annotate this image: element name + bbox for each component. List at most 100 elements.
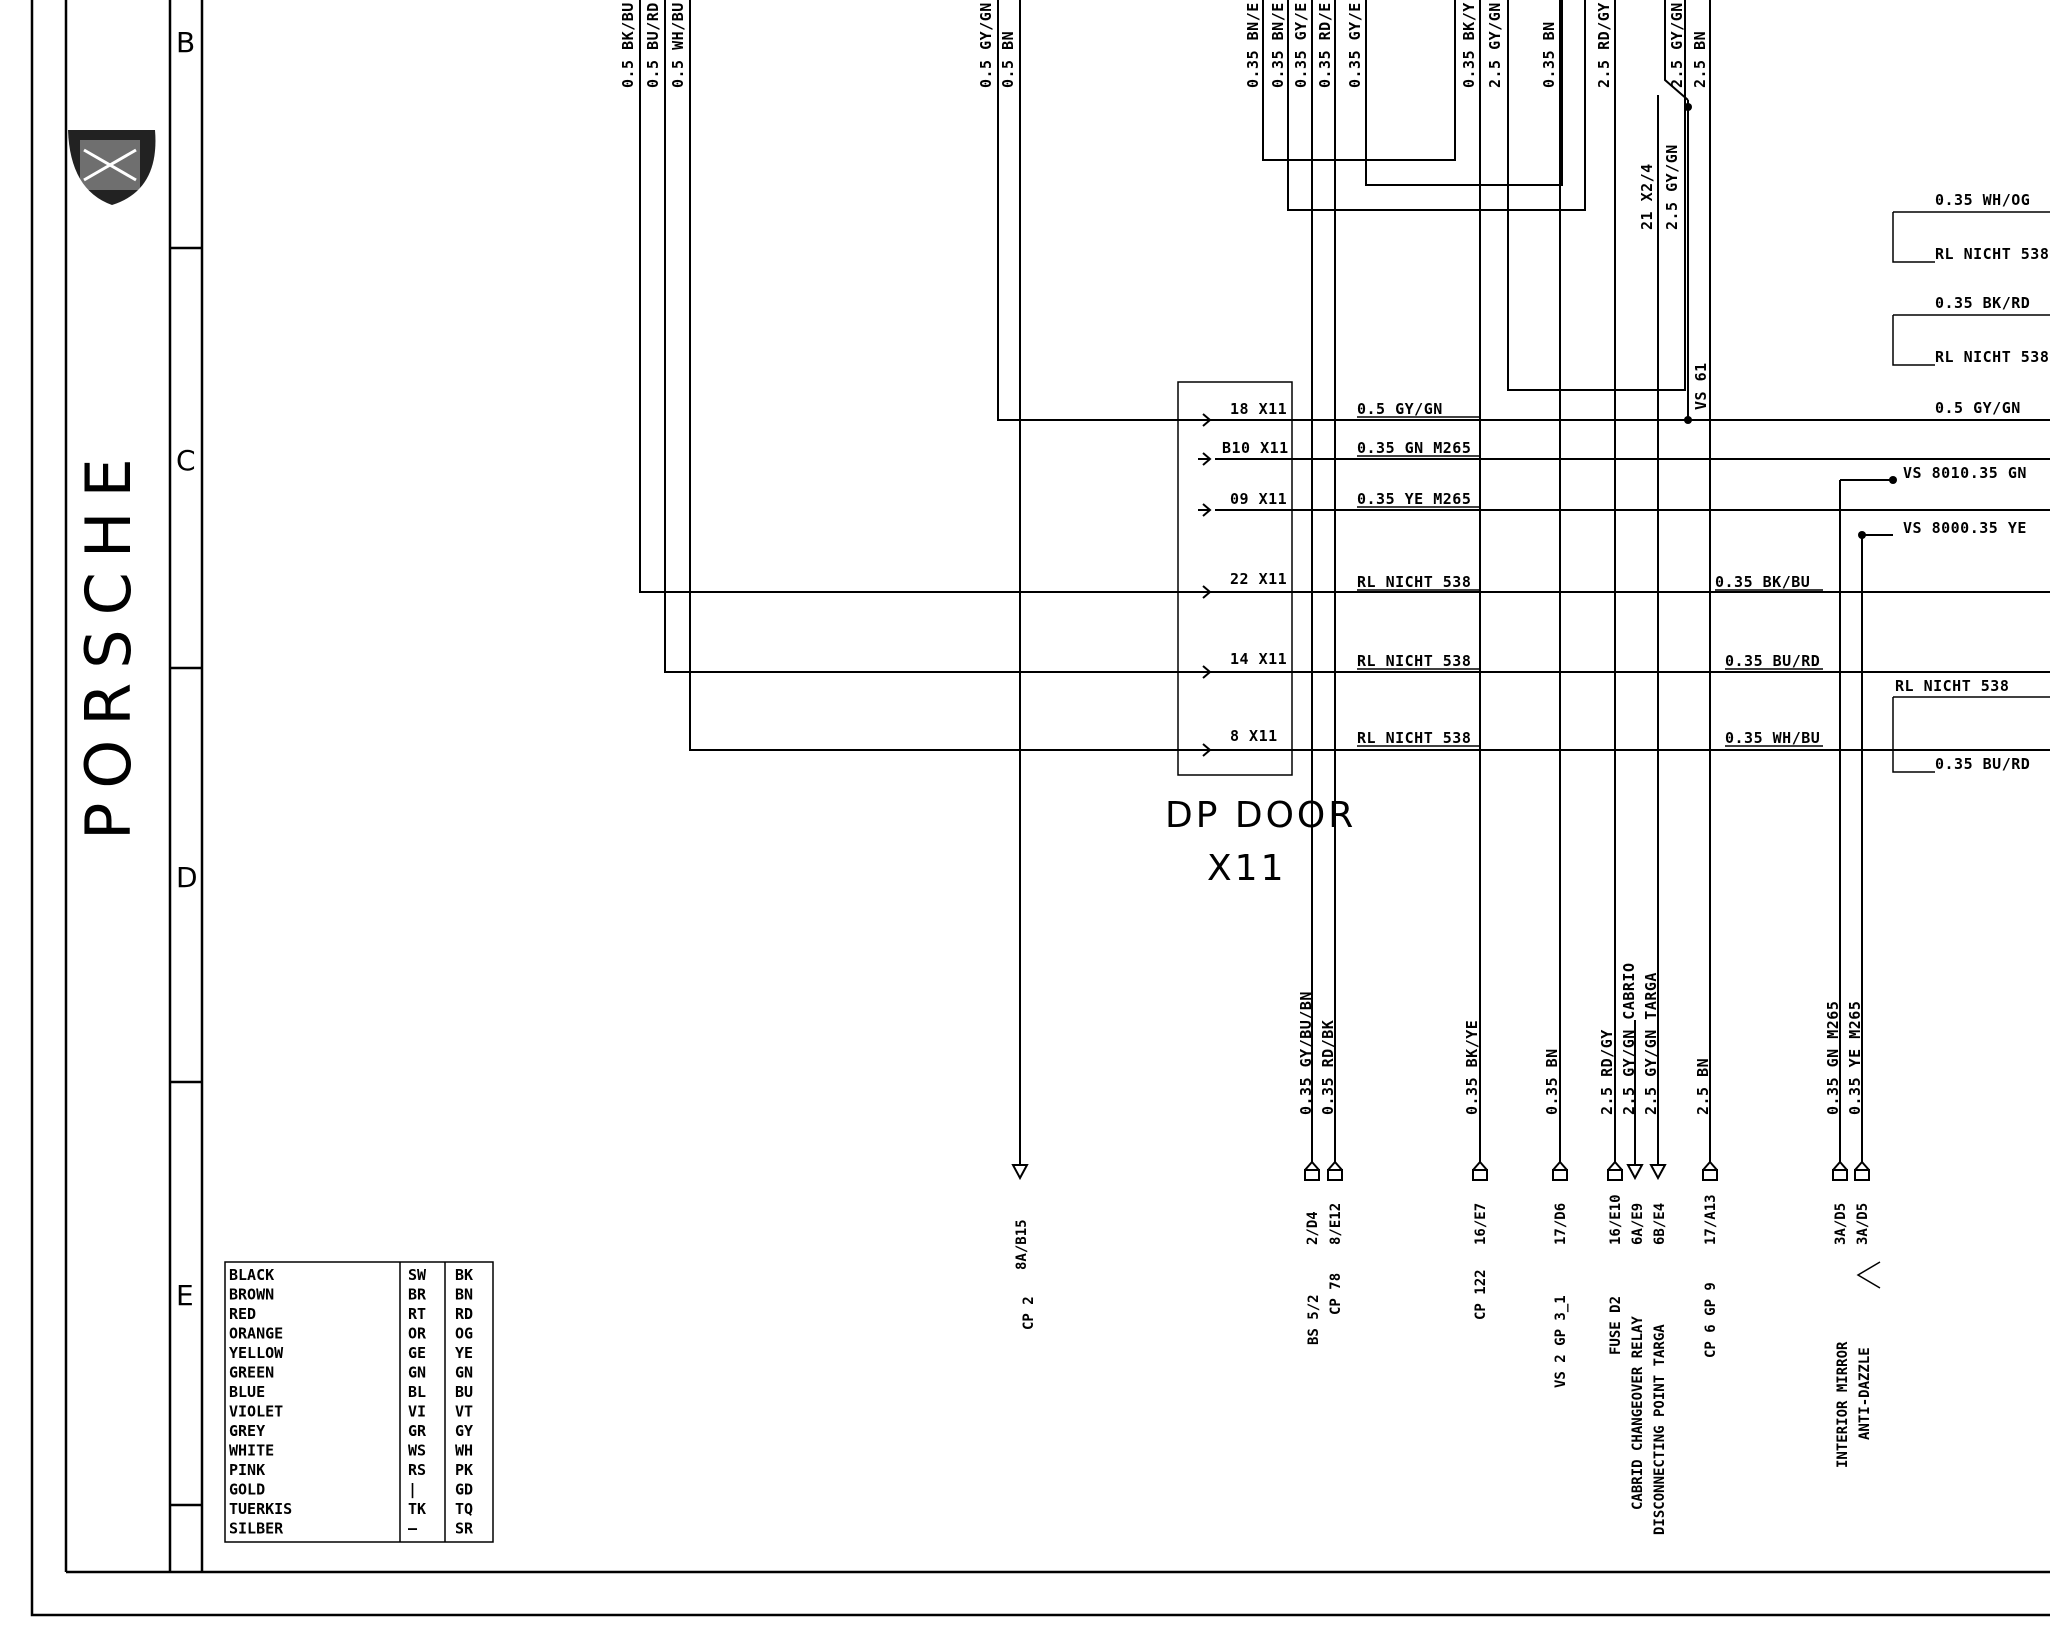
legend-name: BLUE (229, 1383, 265, 1401)
legend-name: RED (229, 1305, 256, 1323)
svg-text:0.35 BK/BU: 0.35 BK/BU (1715, 573, 1810, 591)
svg-text:17/D6: 17/D6 (1553, 1203, 1569, 1245)
svg-text:16/E10: 16/E10 (1608, 1194, 1624, 1245)
svg-text:FUSE D2: FUSE D2 (1608, 1296, 1624, 1355)
svg-text:VS 2 GP 3_1: VS 2 GP 3_1 (1553, 1295, 1569, 1388)
brand-wordmark: PORSCHE (72, 444, 145, 840)
legend-de: GR (408, 1422, 427, 1440)
legend-en: BK (455, 1266, 473, 1284)
svg-text:0.35 BU/RD: 0.35 BU/RD (1725, 652, 1820, 670)
legend-en: WH (455, 1442, 473, 1460)
terminal-arrow-icons (1011, 1160, 1870, 1181)
svg-text:22 X11: 22 X11 (1230, 570, 1287, 588)
legend-de: GE (408, 1344, 426, 1362)
connector-x11-box (1177, 381, 1293, 776)
svg-text:09 X11: 09 X11 (1230, 490, 1287, 508)
pin-arrow-icons (1198, 413, 1212, 757)
legend-name: ORANGE (229, 1325, 283, 1343)
legend-en: GY (455, 1422, 473, 1440)
connector-title: DP DOOR (1165, 795, 1356, 836)
svg-text:CP 6 GP 9: CP 6 GP 9 (1703, 1282, 1719, 1358)
svg-text:ANTI-DAZZLE: ANTI-DAZZLE (1857, 1347, 1873, 1440)
svg-text:8/E12: 8/E12 (1328, 1203, 1344, 1245)
svg-text:0.5 BK/BU: 0.5 BK/BU (619, 2, 637, 88)
pin-row: 8 X11 RL NICHT 538 0.35 WH/BU (1230, 727, 1823, 747)
svg-text:RL NICHT 538: RL NICHT 538 (1895, 677, 2009, 695)
svg-text:BS 5/2: BS 5/2 (1306, 1294, 1322, 1345)
svg-text:VS 8010.35 GN: VS 8010.35 GN (1903, 464, 2027, 482)
legend-de: BL (408, 1383, 426, 1401)
svg-text:0.35 GN M265: 0.35 GN M265 (1357, 439, 1471, 457)
svg-text:0.35 BN/E: 0.35 BN/E (1269, 2, 1287, 88)
legend-name: PINK (229, 1461, 265, 1479)
legend-en: OG (455, 1325, 473, 1343)
svg-text:0.35 WH/OG: 0.35 WH/OG (1935, 191, 2030, 209)
legend-name: BLACK (229, 1266, 274, 1284)
legend-de: SW (408, 1266, 427, 1284)
legend-name: GREY (229, 1422, 265, 1440)
svg-text:0.35 BN: 0.35 BN (1543, 1048, 1561, 1115)
svg-text:2.5 RD/GY: 2.5 RD/GY (1598, 1029, 1616, 1115)
svg-text:21 X2/4: 21 X2/4 (1638, 163, 1656, 230)
svg-text:2.5 GY/GN: 2.5 GY/GN (1668, 2, 1686, 88)
svg-text:CP 2: CP 2 (1021, 1296, 1037, 1330)
legend-name: VIOLET (229, 1403, 283, 1421)
svg-text:0.35 BK/YE: 0.35 BK/YE (1463, 1020, 1481, 1115)
legend-en: YE (455, 1344, 473, 1362)
bottom-wire-labels: 0.35 GY/BU/BN 0.35 RD/BK 0.35 BK/YE 0.35… (1297, 963, 1864, 1116)
legend-de: GN (408, 1364, 426, 1382)
pin-row: B10 X11 0.35 GN M265 (1222, 439, 1480, 457)
connector-id: X11 (1207, 848, 1286, 889)
legend-en: VT (455, 1403, 473, 1421)
legend-de: OR (408, 1325, 427, 1343)
svg-text:3A/D5: 3A/D5 (1855, 1203, 1871, 1245)
svg-text:CP 122: CP 122 (1473, 1269, 1489, 1320)
svg-text:B10 X11: B10 X11 (1222, 439, 1289, 457)
svg-text:2/D4: 2/D4 (1305, 1211, 1321, 1245)
svg-text:0.35 BU/RD: 0.35 BU/RD (1935, 755, 2030, 773)
legend-en: PK (455, 1461, 473, 1479)
svg-text:CP 78: CP 78 (1328, 1273, 1344, 1315)
legend-en: GN (455, 1364, 473, 1382)
svg-text:14 X11: 14 X11 (1230, 650, 1287, 668)
zone-label-b: B (176, 26, 195, 59)
svg-text:0.35 YE M265: 0.35 YE M265 (1846, 1001, 1864, 1115)
svg-text:DISCONNECTING POINT TARGA: DISCONNECTING POINT TARGA (1652, 1324, 1668, 1535)
legend-en: RD (455, 1305, 473, 1323)
legend-de: WS (408, 1442, 426, 1460)
zone-label-d: D (176, 861, 198, 894)
svg-text:0.5 BN: 0.5 BN (999, 31, 1017, 88)
legend-name: BROWN (229, 1286, 274, 1304)
pin-row: 14 X11 RL NICHT 538 0.35 BU/RD (1230, 650, 1823, 670)
legend-de: RT (408, 1305, 426, 1323)
legend-de: | (408, 1481, 417, 1500)
svg-text:2.5 GY/GN TARGA: 2.5 GY/GN TARGA (1642, 972, 1660, 1115)
svg-text:2.5 GY/GN CABRIO: 2.5 GY/GN CABRIO (1620, 963, 1638, 1116)
horizontal-wires (639, 0, 2050, 751)
legend-name: GOLD (229, 1481, 265, 1499)
zone-label-c: C (176, 444, 196, 477)
right-side-labels: 0.35 WH/OG RL NICHT 538 0.35 BK/RD RL NI… (1892, 191, 2050, 773)
svg-text:2.5 GY/GN: 2.5 GY/GN (1486, 2, 1504, 88)
legend-name: YELLOW (229, 1344, 284, 1362)
terminal-references: 8A/B15 2/D4 8/E12 16/E7 17/D6 16/E10 6A/… (1014, 1194, 1871, 1270)
svg-text:0.35 GY/BU/BN: 0.35 GY/BU/BN (1297, 991, 1315, 1115)
zone-label-e: E (176, 1279, 194, 1312)
svg-text:2.5 BN: 2.5 BN (1691, 31, 1709, 88)
svg-text:6B/E4: 6B/E4 (1652, 1203, 1668, 1245)
svg-text:0.35 GY/E: 0.35 GY/E (1346, 2, 1364, 88)
legend-en: SR (455, 1520, 474, 1538)
svg-text:VS 61: VS 61 (1692, 362, 1710, 410)
mirror-bracket-icon (1856, 1261, 1881, 1289)
legend-en: BU (455, 1383, 473, 1401)
legend-de: VI (408, 1403, 426, 1421)
svg-text:0.35 YE M265: 0.35 YE M265 (1357, 490, 1471, 508)
svg-text:2.5 GY/GN: 2.5 GY/GN (1663, 144, 1681, 230)
svg-text:0.5 GY/GN: 0.5 GY/GN (1357, 400, 1443, 418)
svg-text:RL NICHT 538: RL NICHT 538 (1357, 729, 1471, 747)
svg-text:0.5 WH/BU: 0.5 WH/BU (669, 2, 687, 88)
pin-row: 09 X11 0.35 YE M265 (1230, 490, 1480, 508)
svg-text:0.5 BU/RD: 0.5 BU/RD (644, 2, 662, 88)
